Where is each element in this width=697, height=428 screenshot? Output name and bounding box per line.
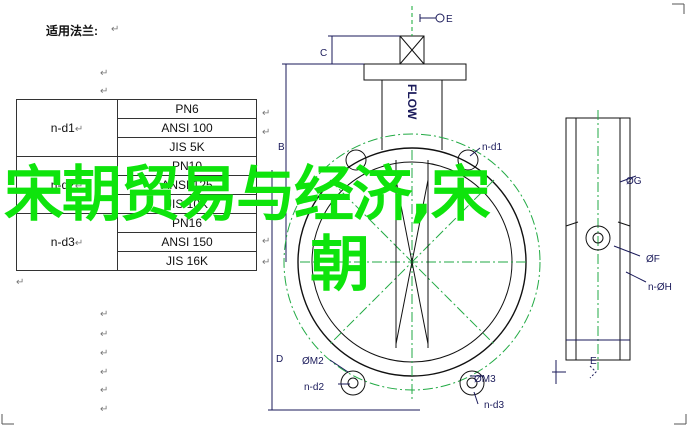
dim-label-m2: ØM2 bbox=[302, 356, 324, 367]
table-row: ANSI 125 bbox=[17, 175, 257, 195]
dim-label-e: E bbox=[446, 14, 453, 25]
valve-body bbox=[283, 133, 541, 400]
table-row: n-d2↵ PN10 bbox=[16, 156, 257, 214]
dimension-b: B bbox=[278, 63, 364, 262]
callout-d1: n-d1 bbox=[469, 142, 502, 157]
callout-d3: n-d3 bbox=[473, 391, 504, 411]
callout-d2: n-d2 bbox=[304, 382, 350, 393]
dim-label-f: ØF bbox=[646, 254, 660, 265]
dim-label-e-side: E bbox=[590, 356, 597, 367]
paragraph-mark: ↵ bbox=[100, 86, 109, 97]
overlay-title-line1: 宋朝贸易与经济,宋 bbox=[4, 160, 491, 230]
paragraph-mark: ↵ bbox=[100, 68, 109, 79]
flange-standard-cell: PN10 bbox=[117, 156, 257, 176]
dimension-c: C bbox=[320, 35, 400, 65]
dim-label-d3: n-d3 bbox=[484, 400, 504, 411]
callout-m3: ØM3 bbox=[470, 374, 496, 385]
callout-m2: ØM2 bbox=[302, 356, 349, 373]
paragraph-mark: ↵ bbox=[100, 329, 109, 340]
dim-label-c: C bbox=[320, 48, 327, 59]
dimension-d: D bbox=[268, 170, 420, 411]
valve-side-view: E ØG ØF n-ØH bbox=[552, 110, 672, 384]
bolt-hole-group-cell: n-d2↵ bbox=[16, 156, 118, 214]
paragraph-mark: ↵ bbox=[100, 367, 109, 378]
paragraph-mark: ↵ bbox=[100, 404, 109, 415]
dim-label-d: D bbox=[276, 354, 283, 365]
paragraph-mark: ↵ bbox=[111, 24, 120, 35]
page-corner-mark bbox=[674, 414, 687, 425]
dim-label-d2: n-d2 bbox=[304, 382, 324, 393]
bolt-hole-group-cell: n-d1↵ bbox=[16, 99, 118, 157]
paragraph-mark: ↵ bbox=[100, 348, 109, 359]
paragraph-mark: ↵ bbox=[262, 108, 271, 119]
table-row: n-d3↵ PN16 bbox=[16, 213, 257, 271]
flange-spec-table: n-d1↵ PN6 ANSI 100 JIS 5K n-d2↵ PN10 ANS… bbox=[16, 99, 257, 271]
dim-label-h: n-ØH bbox=[648, 282, 672, 293]
paragraph-mark: ↵ bbox=[16, 277, 25, 288]
dim-label-d1: n-d1 bbox=[482, 142, 502, 153]
overlay-title-line2: 朝 bbox=[310, 230, 370, 300]
page-corner-mark bbox=[672, 3, 685, 14]
dim-label-b: B bbox=[278, 142, 285, 153]
dimension-e: E bbox=[411, 6, 453, 36]
paragraph-mark: ↵ bbox=[262, 257, 271, 268]
paragraph-mark: ↵ bbox=[262, 236, 271, 247]
flange-standard-cell: ANSI 125 bbox=[117, 175, 257, 195]
flow-label: FLOW bbox=[405, 84, 419, 120]
dim-label-g: ØG bbox=[626, 176, 642, 187]
valve-top-flange bbox=[363, 35, 467, 150]
page-corner-mark bbox=[1, 414, 14, 425]
doc-title: 适用法兰: bbox=[46, 24, 98, 38]
paragraph-mark: ↵ bbox=[100, 309, 109, 320]
dim-label-m3: ØM3 bbox=[474, 374, 496, 385]
flange-standard-cell: JIS 16K bbox=[117, 251, 257, 271]
paragraph-mark: ↵ bbox=[100, 385, 109, 396]
paragraph-mark: ↵ bbox=[262, 127, 271, 138]
table-row: JIS 16K bbox=[17, 251, 257, 271]
